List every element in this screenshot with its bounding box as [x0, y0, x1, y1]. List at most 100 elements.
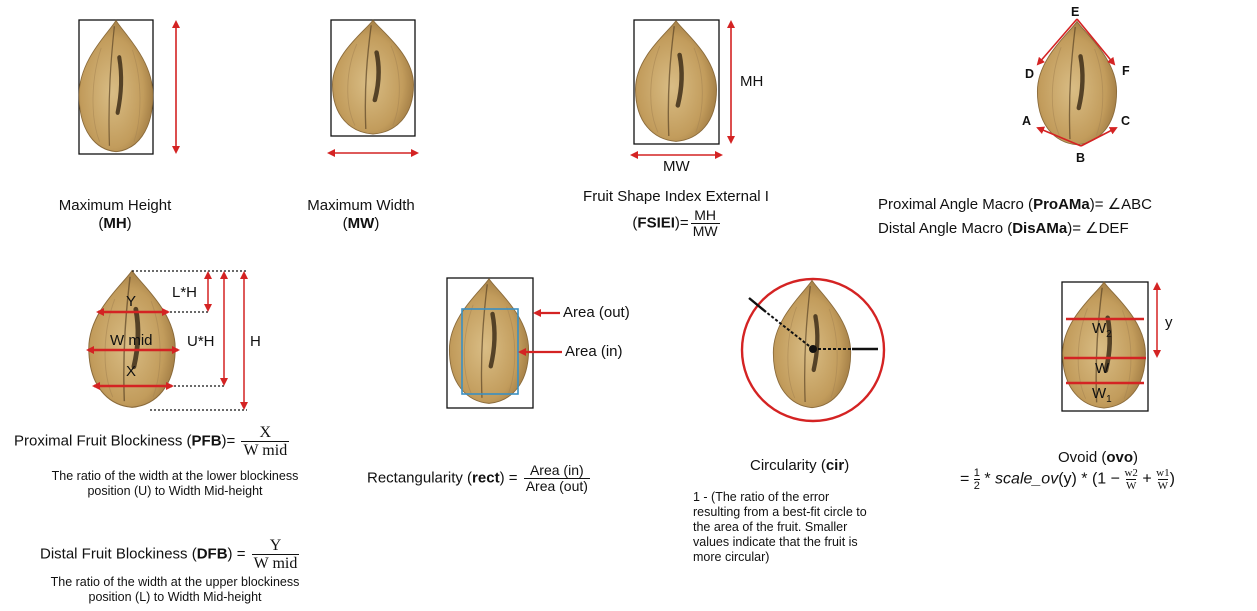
dfb-denominator: W mid	[252, 554, 300, 572]
cir-desc-line: more circular)	[693, 550, 928, 565]
nut-image	[636, 21, 717, 142]
mw-caption: Maximum Width (MW)	[293, 197, 429, 233]
dfb-description: The ratio of the width at the upper bloc…	[14, 575, 336, 605]
rect-fraction: Area (in)Area (out)	[524, 463, 590, 494]
center-point	[809, 345, 817, 353]
point-e-label: E	[1071, 5, 1079, 20]
cir-desc-line: 1 - (The ratio of the error	[693, 490, 928, 505]
panel-circularity	[742, 279, 884, 421]
pfb-suffix: )=	[222, 432, 236, 449]
label-lh: L*H	[172, 284, 197, 302]
ovo-w2-den: W	[1126, 479, 1136, 492]
disama-suffix: )= ∠DEF	[1067, 220, 1128, 237]
fsiei-mh-label: MH	[740, 73, 763, 91]
ovo-w2-letter: W	[1092, 320, 1106, 337]
ovo-w1-sub: 1	[1106, 394, 1112, 405]
ovo-w1-letter: W	[1092, 385, 1106, 402]
ovo-y-label: y	[1165, 314, 1173, 332]
ovo-abbr: ovo	[1106, 449, 1133, 466]
label-h: H	[250, 333, 261, 351]
ovo-arg: (y) * (1 −	[1058, 471, 1124, 488]
disama-abbr: DisAMa	[1012, 220, 1067, 237]
area-in-label: Area (in)	[565, 343, 623, 361]
cir-desc-line: resulting from a best-fit circle to	[693, 505, 928, 520]
proama-caption: Proximal Angle Macro (ProAMa)= ∠ABC	[878, 196, 1152, 214]
pfb-prefix: Proximal Fruit Blockiness (	[14, 432, 192, 449]
ovo-func: scale_ov	[995, 471, 1058, 488]
mh-abbr: MH	[103, 215, 126, 232]
label-wmid: W mid	[110, 332, 153, 350]
proama-prefix: Proximal Angle Macro (	[878, 196, 1033, 213]
ovo-w2-label: W2	[1092, 320, 1112, 344]
point-d-label: D	[1025, 67, 1034, 82]
dfb-prefix: Distal Fruit Blockiness (	[40, 545, 197, 562]
mh-caption: Maximum Height (MH)	[50, 197, 180, 233]
cir-title: Circularity (cir)	[750, 457, 849, 475]
dfb-desc-line2: position (L) to Width Mid-height	[14, 590, 336, 605]
fsiei-denominator: MW	[691, 223, 720, 239]
dfb-suffix: ) =	[228, 545, 246, 562]
mh-abbr-line: (MH)	[50, 215, 180, 233]
label-uh: U*H	[187, 333, 215, 351]
mh-title: Maximum Height	[50, 197, 180, 215]
rect-denominator: Area (out)	[524, 478, 590, 494]
rect-formula: Rectangularity (rect) = Area (in)Area (o…	[367, 463, 590, 494]
cir-desc-line: values indicate that the fruit is	[693, 535, 928, 550]
point-a-label: A	[1022, 114, 1031, 129]
panel-max-width	[329, 20, 417, 153]
ovo-w1-num: w1	[1156, 467, 1169, 479]
ovo-w1-fraction: w1W	[1156, 467, 1169, 492]
proama-suffix: )= ∠ABC	[1090, 196, 1152, 213]
ovo-plus: +	[1138, 471, 1156, 488]
mw-abbr-line: (MW)	[293, 215, 429, 233]
pfb-numerator: X	[258, 424, 274, 441]
dfb-desc-line1: The ratio of the width at the upper bloc…	[14, 575, 336, 590]
ovo-suffix: )	[1133, 449, 1138, 466]
nut-image	[333, 20, 414, 134]
ovo-title: Ovoid (ovo)	[1058, 449, 1138, 467]
fsiei-fraction: MHMW	[691, 208, 720, 239]
label-x: X	[126, 363, 136, 381]
ovo-w1-label: W1	[1092, 385, 1112, 409]
fsiei-mw-label: MW	[663, 158, 690, 176]
panel-rectangularity	[447, 278, 562, 408]
dfb-numerator: Y	[268, 537, 284, 554]
ovo-w2-num: w2	[1124, 467, 1137, 479]
ovo-mid: *	[980, 471, 995, 488]
ovo-w1-den: W	[1158, 479, 1168, 492]
rect-abbr: rect	[472, 469, 500, 486]
cir-description: 1 - (The ratio of the error resulting fr…	[693, 490, 928, 565]
ovo-w-label: W	[1095, 360, 1109, 378]
nut-image	[79, 20, 153, 151]
point-c-label: C	[1121, 114, 1130, 129]
ovo-w2-sub: 2	[1106, 329, 1112, 340]
label-y: Y	[126, 293, 136, 311]
rect-numerator: Area (in)	[528, 463, 586, 478]
dfb-abbr: DFB	[197, 545, 228, 562]
pfb-denominator: W mid	[241, 441, 289, 459]
ovo-eq: =	[960, 471, 974, 488]
rect-prefix: Rectangularity (	[367, 469, 472, 486]
proama-abbr: ProAMa	[1033, 196, 1090, 213]
panel-fsiei	[632, 20, 731, 155]
point-b-label: B	[1076, 151, 1085, 166]
fsiei-abbr: FSIEI	[637, 214, 675, 231]
disama-prefix: Distal Angle Macro (	[878, 220, 1012, 237]
panel-angles	[1037, 19, 1116, 146]
cir-prefix: Circularity (	[750, 457, 826, 474]
disama-caption: Distal Angle Macro (DisAMa)= ∠DEF	[878, 220, 1129, 238]
cir-abbr: cir	[826, 457, 844, 474]
nut-image	[1037, 21, 1116, 144]
pfb-description: The ratio of the width at the lower bloc…	[14, 469, 336, 499]
area-out-label: Area (out)	[563, 304, 630, 322]
point-f-label: F	[1122, 64, 1130, 79]
nut-image	[773, 280, 850, 407]
fsiei-title: Fruit Shape Index External I	[556, 188, 796, 206]
